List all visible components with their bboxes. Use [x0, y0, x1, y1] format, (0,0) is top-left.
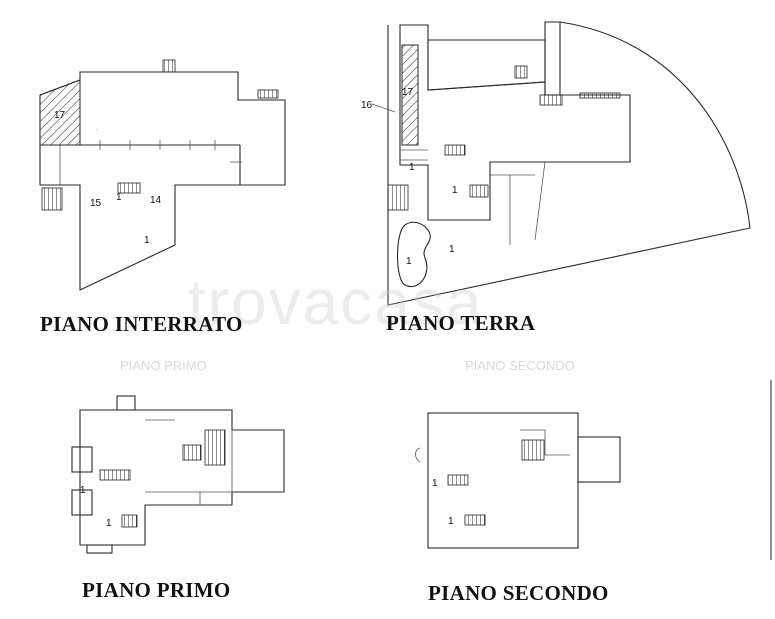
room-label: 14: [150, 195, 162, 206]
room-label: 1: [406, 256, 412, 267]
watermark-text: trovacasa: [188, 266, 484, 338]
room-label: 1: [106, 518, 112, 529]
faint-mark: ·: [95, 125, 98, 134]
room-label: 1: [144, 235, 150, 246]
ghost-title-second: PIANO SECONDO: [465, 358, 575, 373]
room-label: 1: [409, 162, 415, 173]
room-label: 1: [432, 478, 438, 489]
room-label: 1: [449, 244, 455, 255]
room-label: 1: [452, 185, 458, 196]
first-floor-plan: 1 1: [71, 395, 285, 554]
room-label: 1: [448, 516, 454, 527]
ghost-title-first: PIANO PRIMO: [120, 358, 207, 373]
second-floor-plan: 1 1: [415, 412, 621, 549]
title-basement: PIANO INTERRATO: [40, 312, 243, 336]
room-label: 1: [116, 192, 122, 203]
room-label: 15: [90, 198, 102, 209]
basement-plan: 17 15 1 14 1 ·: [39, 59, 286, 291]
title-first-floor: PIANO PRIMO: [82, 578, 231, 602]
room-label: 17: [402, 87, 414, 98]
room-label: 17: [54, 110, 66, 121]
ground-plan: 16 17 1 1 1 1: [361, 21, 751, 306]
title-second-floor: PIANO SECONDO: [428, 581, 609, 605]
room-label: 1: [80, 485, 86, 496]
room-label: 16: [361, 100, 373, 111]
title-ground: PIANO TERRA: [386, 311, 536, 335]
